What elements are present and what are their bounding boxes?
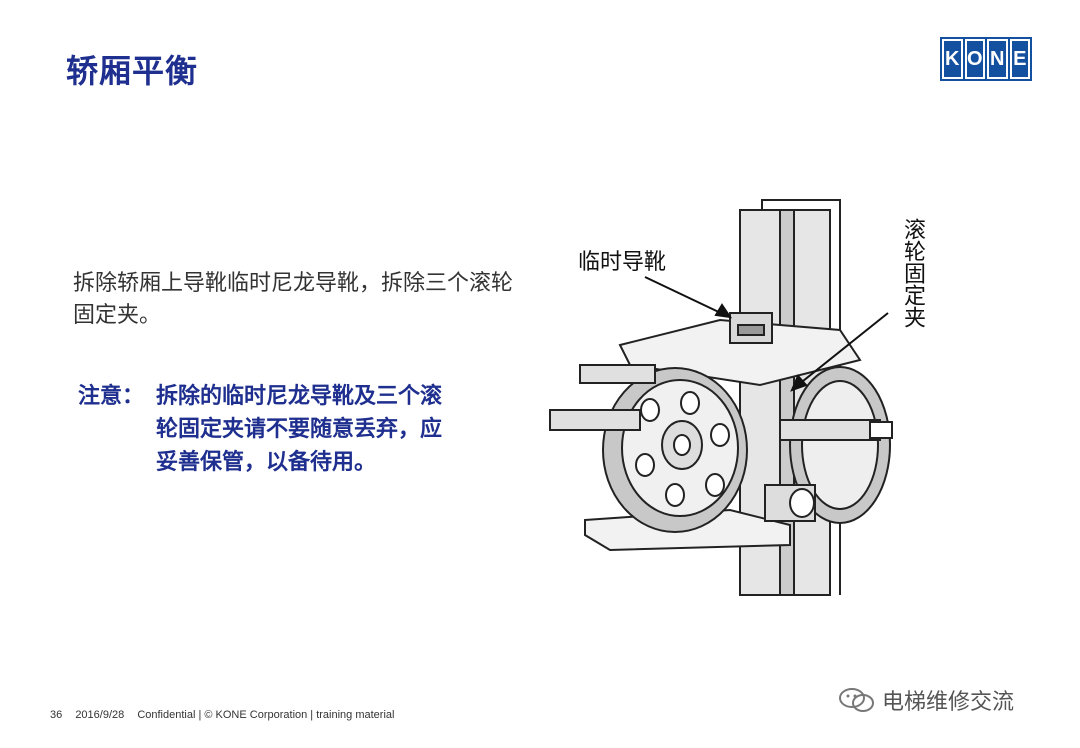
note-label: 注意：	[78, 384, 145, 409]
callout-temp-guide-shoe: 临时导靴	[578, 250, 667, 275]
kone-logo: K O N E	[940, 37, 1032, 81]
logo-letter: N	[987, 39, 1008, 79]
slide-footer: 36 2016/9/28 Confidential | © KONE Corpo…	[50, 709, 404, 721]
logo-letter: K	[942, 39, 963, 79]
note-text: 拆除的临时尼龙导靴及三个滚轮固定夹请不要随意丢弃，应妥善保管，以备待用。	[156, 384, 443, 475]
footer-text: Confidential | © KONE Corporation | trai…	[137, 709, 395, 721]
page-number: 36	[50, 709, 63, 721]
roller-guide-illustration	[549, 199, 893, 596]
instruction-text: 拆除轿厢上导靴临时尼龙导靴，拆除三个滚轮固定夹。	[73, 271, 514, 328]
wechat-icon	[839, 688, 874, 712]
note-block: 注意： 拆除的临时尼龙导靴及三个滚轮固定夹请不要随意丢弃，应妥善保管，以备待用。	[78, 380, 458, 479]
callout-roller-clip: 滚轮固定夹	[900, 218, 925, 328]
logo-letter: E	[1009, 39, 1030, 79]
footer-date: 2016/9/28	[75, 709, 125, 721]
watermark-text: 电梯维修交流	[882, 690, 1015, 715]
logo-letter: O	[964, 39, 985, 79]
wechat-watermark: 电梯维修交流	[838, 684, 1014, 716]
slide-title: 轿厢平衡	[66, 52, 199, 90]
